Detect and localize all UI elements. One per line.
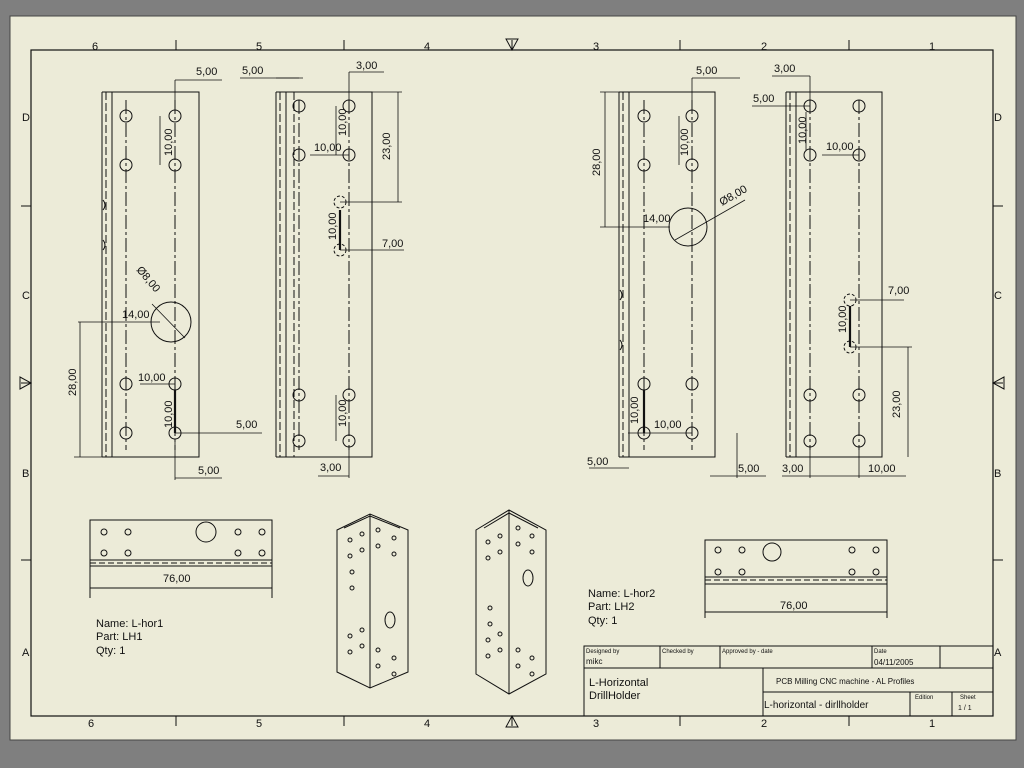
dim-left-offset: 5,00: [242, 65, 263, 77]
dim-slot-length: 10,00: [837, 305, 849, 333]
dims-lhor1-side: [240, 71, 404, 478]
zone-row-label-right: B: [994, 468, 1001, 480]
dim-big-hole-offset: 14,00: [122, 309, 150, 321]
zone-col-label-bottom: 5: [256, 718, 262, 730]
zone-col-label-bottom: 4: [424, 718, 430, 730]
zone-col-label-top: 2: [761, 41, 767, 53]
dim-left-offset: 5,00: [587, 456, 608, 468]
title-block-text: Designed by mikc Checked by Approved by …: [586, 649, 976, 712]
zone-labels: 6 5 4 3 2 1 6 5 4 3 2 1 D C B A D C B A: [22, 41, 1002, 730]
sheet-label: Sheet: [960, 695, 976, 701]
dim-bottom-offset: 3,00: [782, 463, 803, 475]
zone-row-label-right: A: [994, 647, 1002, 659]
designed-by-value: mikc: [586, 657, 602, 666]
dims-lhor2-side: [752, 75, 912, 478]
paper: [9, 15, 1017, 741]
zone-col-label-top: 4: [424, 41, 430, 53]
part-note-lhor2: Name: L-hor2 Part: LH2 Qty: 1: [588, 588, 655, 627]
zone-row-label-right: D: [994, 112, 1002, 124]
dims-lhor2-front: [589, 77, 766, 478]
drawing-name: L-horizontal - dirllholder: [764, 700, 869, 711]
dim-text-lhor1-side: 5,00 3,00 10,00 10,00 23,00 10,00 7,00 1…: [242, 60, 403, 474]
zone-row-label-right: C: [994, 290, 1002, 302]
dim-length-lhor1: 76,00: [163, 573, 191, 585]
dim-big-hole-height: 28,00: [67, 368, 79, 396]
dim-hole-spacing-vertical: 10,00: [337, 108, 349, 136]
approved-label: Approved by - date: [722, 649, 773, 655]
zone-col-label-top: 1: [929, 41, 935, 53]
sheet-value: 1 / 1: [958, 705, 972, 712]
dim-top-offset: 5,00: [696, 65, 717, 77]
iso-view-lhor1: [336, 513, 409, 689]
dim-top-offset: 3,00: [774, 63, 795, 75]
checked-by-label: Checked by: [662, 649, 694, 655]
zone-col-label-top: 6: [92, 41, 98, 53]
dim-big-hole-offset: 14,00: [643, 213, 671, 225]
zone-col-label-bottom: 3: [593, 718, 599, 730]
zone-col-label-bottom: 1: [929, 718, 935, 730]
date-label: Date: [874, 649, 887, 655]
view-lhor2-front: [618, 91, 716, 458]
dim-hole-spacing-vertical: 10,00: [163, 128, 175, 156]
zone-row-label-left: C: [22, 290, 30, 302]
part-qty: Qty: 1: [96, 645, 125, 657]
zone-col-label-bottom: 6: [88, 718, 94, 730]
part-name: Name: L-hor1: [96, 618, 163, 630]
edition-label: Edition: [915, 695, 933, 701]
dim-hole-spacing-horizontal: 10,00: [314, 142, 342, 154]
zone-row-label-left: D: [22, 112, 30, 124]
part-qty: Qty: 1: [588, 615, 617, 627]
iso-view-lhor2: [475, 509, 547, 695]
zone-grid: [21, 40, 1003, 726]
dim-right-offset: 5,00: [236, 419, 257, 431]
dim-top-offset: 3,00: [356, 60, 377, 72]
dim-hole-spacing-horizontal: 10,00: [654, 419, 682, 431]
centering-marks: [19, 38, 1005, 728]
view-lhor1-side: [275, 91, 373, 458]
view-lhor2-end: [704, 539, 888, 618]
dim-hole-spacing-vertical: 10,00: [797, 116, 809, 144]
dims-lhor1-front: [74, 79, 262, 480]
dim-slot-length: 10,00: [327, 212, 339, 240]
dim-hole-spacing-horizontal: 10,00: [868, 463, 896, 475]
dim-slot-height: 23,00: [891, 390, 903, 418]
dim-hole-spacing-vertical: 10,00: [163, 400, 175, 428]
dim-text-lhor2-side: 3,00 5,00 10,00 10,00 7,00 10,00 23,00 3…: [753, 63, 909, 475]
project-name: PCB Milling CNC machine - AL Profiles: [776, 677, 914, 686]
dim-hole-spacing-horizontal: 10,00: [138, 372, 166, 384]
dim-bottom-offset: 3,00: [320, 462, 341, 474]
view-lhor1-end: [89, 519, 273, 598]
zone-col-label-bottom: 2: [761, 718, 767, 730]
zone-col-label-top: 5: [256, 41, 262, 53]
dim-slot-offset: 7,00: [382, 238, 403, 250]
dim-text-lhor2-front: 5,00 10,00 28,00 14,00 Ø8,00 10,00 10,00…: [587, 65, 759, 475]
part-name: Name: L-hor2: [588, 588, 655, 600]
dim-slot-height: 23,00: [381, 132, 393, 160]
title-line2: DrillHolder: [589, 690, 641, 702]
dim-hole-spacing-horizontal: 10,00: [826, 141, 854, 153]
date-value: 04/11/2005: [874, 658, 914, 667]
dim-left-offset: 5,00: [753, 93, 774, 105]
dim-hole-spacing-vertical: 10,00: [337, 399, 349, 427]
dim-big-hole-height: 28,00: [591, 148, 603, 176]
dim-bottom-offset: 5,00: [738, 463, 759, 475]
zone-row-label-left: B: [22, 468, 29, 480]
title-line1: L-Horizontal: [589, 677, 648, 689]
part-note-lhor1: Name: L-hor1 Part: LH1 Qty: 1: [96, 618, 163, 657]
dim-hole-spacing-vertical: 10,00: [629, 396, 641, 424]
dim-slot-offset: 7,00: [888, 285, 909, 297]
dim-top-offset: 5,00: [196, 66, 217, 78]
part-number: Part: LH2: [588, 601, 634, 613]
designed-by-label: Designed by: [586, 649, 619, 655]
dim-hole-spacing-vertical: 10,00: [679, 128, 691, 156]
zone-col-label-top: 3: [593, 41, 599, 53]
dim-length-lhor2: 76,00: [780, 600, 808, 612]
part-number: Part: LH1: [96, 631, 142, 643]
dim-bottom-offset: 5,00: [198, 465, 219, 477]
title-block: [583, 645, 994, 717]
zone-row-label-left: A: [22, 647, 30, 659]
